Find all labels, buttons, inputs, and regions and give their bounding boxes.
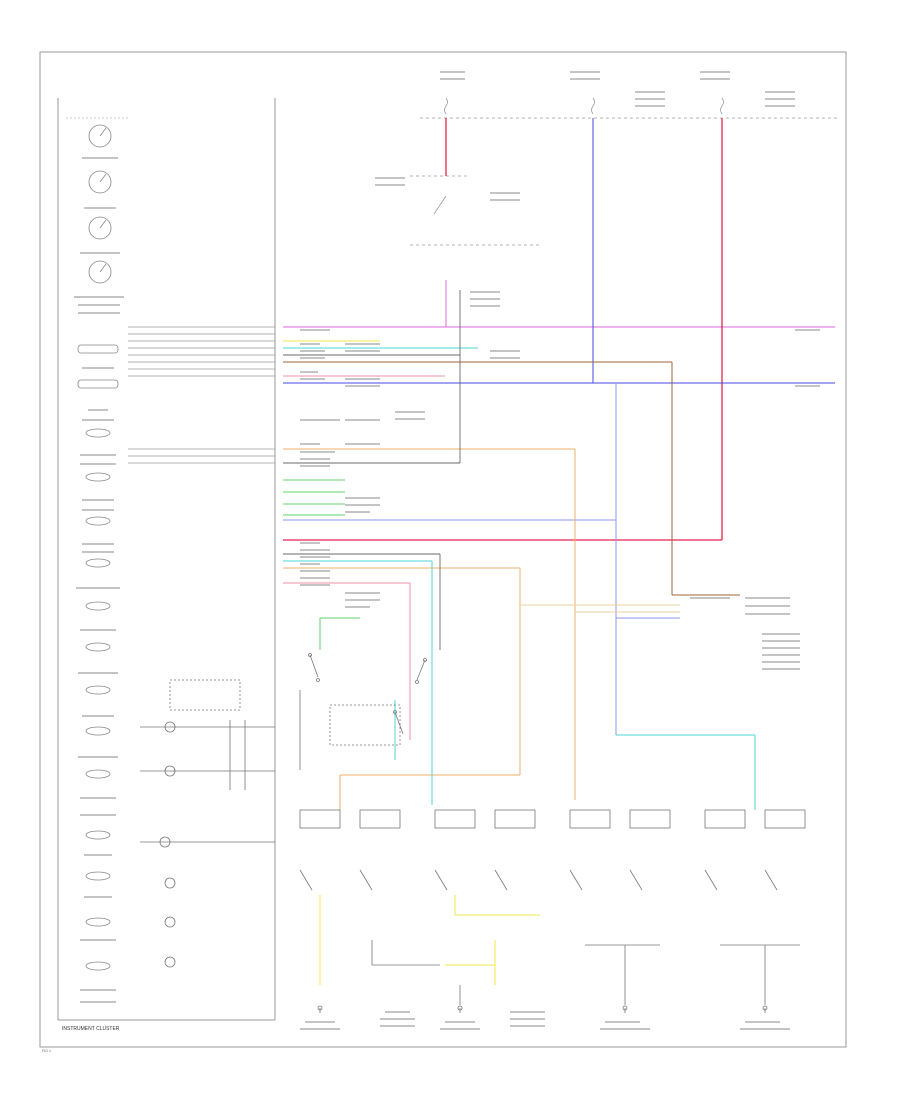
lower-switch-modules xyxy=(299,809,806,966)
gauge-icon xyxy=(88,170,112,194)
green-wire xyxy=(283,479,360,650)
lamp-icon xyxy=(164,877,176,889)
wire-label-marks xyxy=(300,71,820,670)
module-box xyxy=(359,809,401,829)
module-box xyxy=(569,809,611,829)
light-blue-wire xyxy=(283,383,680,735)
switch-components xyxy=(169,653,427,770)
brown-wire xyxy=(283,361,740,596)
lamp-icon xyxy=(77,344,119,354)
red-wire xyxy=(283,118,723,541)
fuse-icon xyxy=(591,97,595,115)
lamp-icon xyxy=(85,428,111,438)
tan-wire xyxy=(520,604,680,613)
gauge-icon xyxy=(88,260,112,284)
fuse-icon xyxy=(720,97,724,115)
cyan-wire xyxy=(283,347,756,810)
lamp-icon xyxy=(85,871,111,881)
switch-icon xyxy=(764,869,778,891)
diagram-border xyxy=(39,51,847,1048)
lamp-icon xyxy=(85,685,111,695)
switch-icon xyxy=(704,869,718,891)
instrument-cluster-box xyxy=(57,98,276,1021)
lamp-icon xyxy=(85,558,111,568)
lamp-icon xyxy=(77,379,119,389)
turn-signal-section xyxy=(140,720,275,968)
lamp-icon xyxy=(85,769,111,779)
lamp-icon xyxy=(85,961,111,971)
ground-icons xyxy=(317,945,768,1013)
module-box xyxy=(704,809,746,829)
lamp-icon xyxy=(85,917,111,927)
switch-icon xyxy=(308,653,320,682)
lamp-icon xyxy=(85,642,111,652)
gauge-icon xyxy=(88,124,112,148)
module-box xyxy=(299,809,341,829)
switch-icon xyxy=(629,869,643,891)
lamp-icon xyxy=(85,601,111,611)
switch-icon xyxy=(494,869,508,891)
switch-box xyxy=(329,704,401,746)
ground-icon xyxy=(622,1005,628,1013)
lamp-icon xyxy=(85,472,111,482)
switch-icon xyxy=(569,869,583,891)
fuse-sources xyxy=(410,97,840,246)
lamp-icon xyxy=(85,830,111,840)
gauge-icon xyxy=(88,216,112,240)
orange-wire xyxy=(283,448,576,810)
fuse-icon xyxy=(444,97,448,115)
ground-icon xyxy=(762,1005,768,1013)
ground-icon xyxy=(457,1005,463,1013)
module-box xyxy=(764,809,806,829)
ground-icon xyxy=(317,1005,323,1013)
switch-icon xyxy=(415,658,427,684)
module-box xyxy=(434,809,476,829)
lamp-icon xyxy=(85,726,111,736)
gauge-icons xyxy=(88,124,112,284)
blue-wire xyxy=(283,118,835,384)
cluster-label-marks xyxy=(74,157,124,1003)
violet-wire xyxy=(283,280,835,328)
switch-icon xyxy=(393,710,404,735)
cluster-harness-lines xyxy=(128,326,275,464)
bottom-label-marks xyxy=(300,1011,790,1030)
switch-icon xyxy=(299,869,313,891)
corner-label: FIG 1 xyxy=(42,1049,51,1053)
switch-icon xyxy=(434,869,448,891)
lamp-icon xyxy=(164,916,176,928)
diagram-caption: INSTRUMENT CLUSTER xyxy=(62,1026,120,1032)
lamp-icon xyxy=(85,516,111,526)
dark-gray-wire xyxy=(283,290,461,650)
module-box xyxy=(494,809,536,829)
switch-box xyxy=(169,679,241,711)
module-box xyxy=(629,809,671,829)
lamp-icon xyxy=(164,956,176,968)
indicator-lamps xyxy=(77,344,119,971)
switch-icon xyxy=(359,869,373,891)
yellow-wire xyxy=(283,340,540,985)
pink-wire xyxy=(283,375,445,740)
